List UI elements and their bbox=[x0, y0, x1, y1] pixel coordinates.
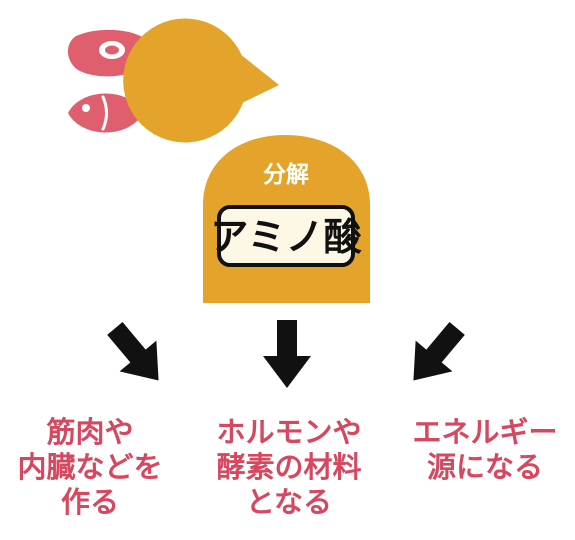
result-label: アミノ酸 bbox=[210, 215, 362, 259]
outcome-left-line-1: 筋肉や bbox=[46, 415, 133, 449]
outcome-right-line-2: 源になる bbox=[427, 450, 543, 484]
outcome-right-line-1: エネルギー bbox=[412, 415, 557, 449]
arrow-center bbox=[263, 320, 311, 388]
outcome-left-line-2: 内臓などを bbox=[17, 450, 162, 484]
process-label: 分解 bbox=[263, 161, 309, 188]
outcome-left-line-3: 作る bbox=[61, 485, 119, 519]
outcome-center-line-3: となる bbox=[246, 485, 332, 519]
arrow-right bbox=[413, 321, 465, 381]
outcome-center-line-1: ホルモンや bbox=[216, 415, 361, 449]
person-head bbox=[123, 18, 279, 143]
result-box bbox=[217, 205, 355, 267]
outcome-center-line-2: 酵素の材料 bbox=[216, 450, 361, 484]
arrow-left bbox=[107, 321, 159, 381]
